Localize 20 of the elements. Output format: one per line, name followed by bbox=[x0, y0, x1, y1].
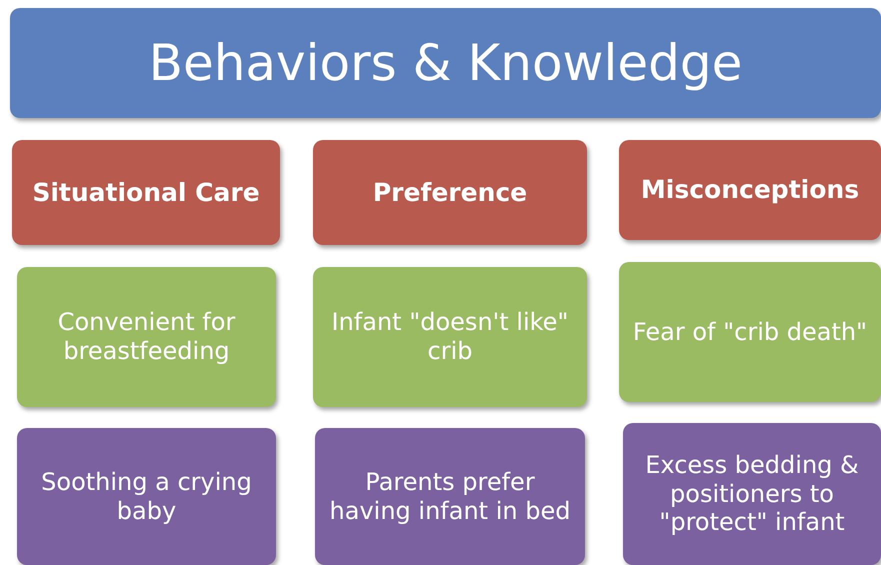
header-text: Misconceptions bbox=[640, 175, 860, 205]
header-text: Preference bbox=[372, 178, 528, 208]
item-text: Fear of "crib death" bbox=[632, 318, 868, 346]
item-text: Excess bedding & positioners to "protect" infant bbox=[644, 450, 860, 538]
item-box bbox=[17, 267, 276, 407]
title-banner bbox=[10, 8, 881, 118]
header-text: Situational Care bbox=[32, 178, 260, 208]
category-header bbox=[12, 140, 280, 245]
item-text: Convenient for breastfeeding bbox=[56, 308, 236, 366]
category-header bbox=[313, 140, 587, 245]
item-text: Soothing a crying baby bbox=[40, 468, 253, 526]
item-box bbox=[17, 428, 276, 565]
item-text: Infant "doesn't like" crib bbox=[330, 308, 570, 366]
category-header bbox=[619, 140, 881, 240]
title-text: Behaviors & Knowledge bbox=[148, 33, 742, 93]
item-box bbox=[315, 428, 585, 565]
item-box bbox=[619, 262, 881, 402]
item-box bbox=[623, 423, 881, 565]
item-box bbox=[313, 267, 587, 407]
item-text: Parents prefer having infant in bed bbox=[328, 468, 572, 526]
